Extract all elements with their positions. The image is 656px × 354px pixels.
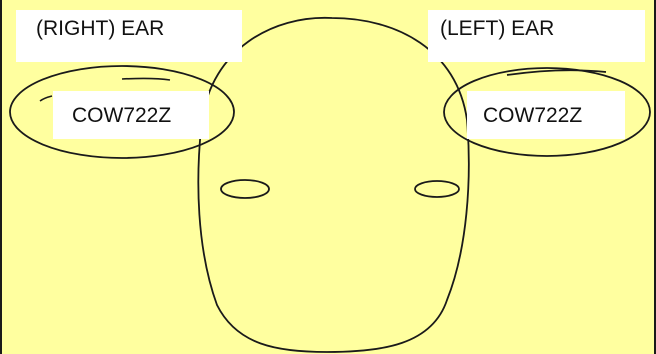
head-outline	[198, 18, 468, 352]
right-eye-outline	[221, 180, 269, 198]
left-ear-tag-text: COW722Z	[483, 105, 582, 126]
left-ear-tag: COW722Z	[467, 91, 625, 139]
right-ear-title: (RIGHT) EAR	[16, 10, 242, 62]
right-ear-tag: COW722Z	[53, 91, 209, 139]
left-eye-outline	[415, 181, 459, 197]
right-ear-title-text: (RIGHT) EAR	[36, 18, 164, 39]
left-ear-title: (LEFT) EAR	[428, 10, 645, 62]
right-ear-top-stroke	[122, 78, 170, 80]
left-ear-title-text: (LEFT) EAR	[440, 18, 554, 39]
right-ear-inner-stroke	[40, 96, 52, 101]
right-ear-tag-text: COW722Z	[72, 105, 171, 126]
